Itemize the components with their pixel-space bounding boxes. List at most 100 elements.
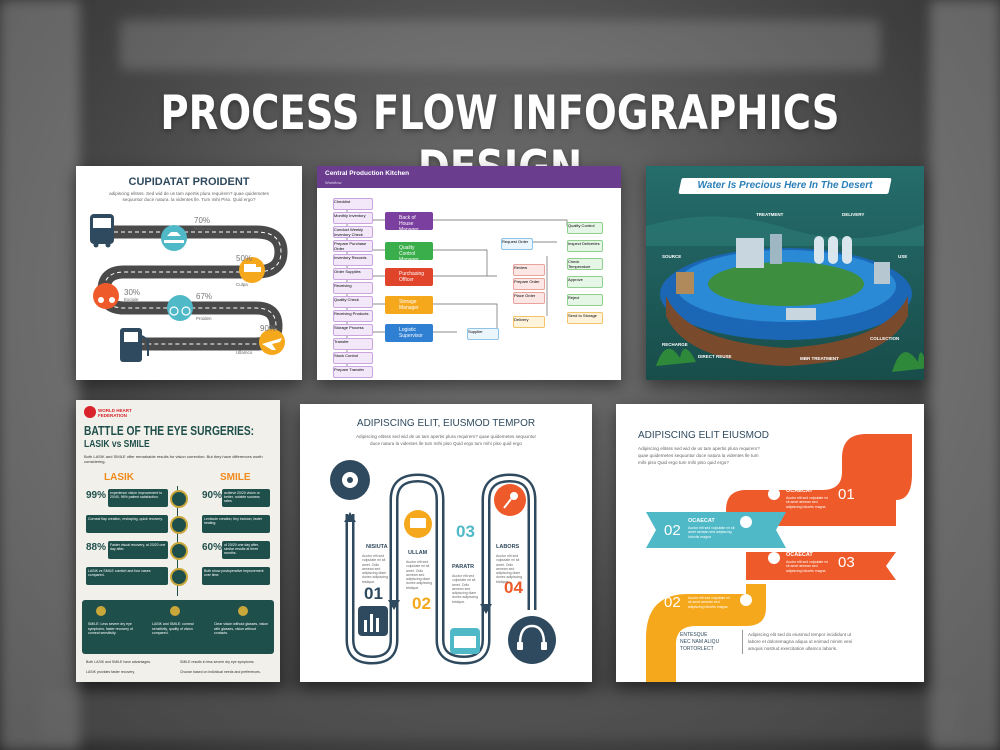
ribbon-label-2: OCAECAT — [688, 518, 715, 524]
ribbon-text-3: Auctor elit sed vulputate mi sit amet ae… — [786, 560, 829, 573]
infographic-card-water[interactable]: Water Is Precious Here In The Desert TRE… — [646, 166, 924, 380]
bottom-icon-3 — [238, 606, 248, 616]
fuel-pump-icon — [120, 328, 149, 362]
kitchen-header-sub: Workflow — [325, 180, 342, 185]
water-label-use: USE — [898, 254, 908, 259]
ribbon-footer-text-1: Adipiscing elit sed do eiusmod tempor in… — [748, 632, 852, 637]
ribbon-footer-text-3: amquis nostrud exercitation ullamco labo… — [748, 646, 838, 651]
left-node-12: Stock Control — [333, 352, 373, 364]
role-purchasing: Purchasing Officer — [385, 268, 433, 286]
water-label-delivery: DELIVERY — [842, 212, 865, 217]
step-text-01: Auctor elit sed vulputate mi sit amet. O… — [362, 554, 389, 584]
stop-percent-5: 90% — [260, 324, 277, 333]
left-node-6: Order Supplies — [333, 268, 373, 280]
car-icon — [161, 225, 187, 251]
left-node-10: Storage Process — [333, 324, 373, 336]
bottom-icon-2 — [170, 606, 180, 616]
ribbon-footer-text-2: labore et doloremagna aliqua ut enimad m… — [748, 639, 853, 644]
role-quality-control: Quality Control Manager — [385, 242, 433, 263]
headphones-icon — [508, 616, 556, 664]
stop-label-2: Culpa — [236, 282, 248, 287]
ribbon-num-3: 03 — [838, 554, 855, 571]
ribbon-footer-divider — [742, 630, 743, 654]
role-logistic: Logistic Supervisor — [385, 324, 433, 342]
compare-row-2: Corneal flap creation, reshaping, quick … — [84, 514, 270, 534]
step-text-04: Auctor elit sed vulputate mi sit amet. O… — [496, 554, 523, 584]
role-back-of-house: Back of House Manager — [385, 212, 433, 233]
ribbon-label-4: OCAECAT — [688, 588, 715, 594]
kitchen-header-title: Central Production Kitchen — [325, 170, 410, 177]
water-label-collection: COLLECTION — [870, 336, 900, 341]
water-label-mbr: MBR TREATMENT — [800, 356, 839, 361]
left-node-13: Prepare Transfer — [333, 366, 373, 378]
ribbon-sub-3: mihi piso Quid ergo tum mihi piso quid e… — [638, 460, 729, 465]
ribbon-graphic — [646, 434, 912, 682]
ribbon-text-2: Auctor elit sed vulputate mi sit amet ae… — [688, 526, 735, 539]
mid-node-4: Place Order — [513, 292, 545, 304]
infographic-card-road[interactable]: CUPIDATAT PROIDENT adipiscing elitsss. S… — [76, 166, 302, 380]
eye-title-1: BATTLE OF THE EYE SURGERIES: — [84, 424, 255, 438]
compare-row-1: 99% experience vision improvement to 20/… — [84, 488, 270, 508]
left-node-7: Receiving — [333, 282, 373, 294]
step-text-02: Auctor elit sed vulputate mi sit amet. O… — [406, 560, 433, 590]
water-title: Water Is Precious Here In The Desert — [697, 180, 873, 191]
left-node-1: Checklist — [333, 198, 373, 210]
stop-percent-3: 30% — [124, 288, 141, 297]
left-node-3: Conduct Weekly Inventory Check — [333, 226, 373, 238]
step-num-02: 02 — [412, 594, 431, 613]
ribbon-footer-head-2: NEC NAM ALIQU — [680, 639, 720, 645]
road-graphic — [90, 214, 288, 362]
step-num-04: 04 — [504, 578, 523, 597]
foot-left-2: LASIK provides faster recovery. — [86, 670, 135, 674]
water-illustration — [646, 166, 924, 380]
serp-title: ADIPISCING ELIT, EIUSMOD TEMPOR — [356, 418, 536, 429]
role-storage: Storage Manager — [385, 296, 433, 314]
ribbon-footer-head-1: ENTESQUE — [680, 632, 708, 638]
eye-intro: Both LASIK and SMILE offer remarkable re… — [84, 454, 263, 464]
ribbon-sub-1: Adipiscing elitsss sed wid de us tam ape… — [638, 446, 760, 451]
col-smile: SMILE — [220, 472, 251, 483]
foot-right-1: SMILE results in less severe dry eye sym… — [180, 660, 255, 664]
card-road-subtitle-1: adipiscing elitsss. Sed wid de us tam ap… — [109, 191, 269, 196]
left-node-8: Quality Check — [333, 296, 373, 308]
ribbon-title: ADIPISCING ELIT EIUSMOD — [638, 430, 769, 441]
bottom-note-2: LASIK and SMILE: corneal sensitivity, qu… — [152, 622, 194, 635]
bottom-icon-1 — [96, 606, 106, 616]
right-node-5: Reject — [567, 294, 603, 306]
mid-node-5: Supplier — [467, 328, 499, 340]
card-road-subtitle-2: sequuntur duce natura. la videntes lle. … — [122, 197, 256, 202]
infographic-card-kitchen[interactable]: Central Production Kitchen Workflow Chec… — [317, 166, 621, 380]
infographic-card-ribbon[interactable]: ADIPISCING ELIT EIUSMOD Adipiscing elits… — [616, 404, 924, 682]
infographic-card-serpentine[interactable]: ADIPISCING ELIT, EIUSMOD TEMPOR Adipisci… — [300, 404, 592, 682]
bus-icon — [90, 214, 114, 248]
ribbon-label-1: OCAECAT — [786, 488, 813, 494]
kitchen-header-bar — [317, 166, 621, 188]
ribbon-text-1: Auctor elit sed vulputate mi sit amet ae… — [786, 496, 829, 509]
ribbon-num-2: 02 — [664, 522, 681, 539]
right-node-3: Check Temperature — [567, 258, 603, 270]
water-label-direct-reuse: DIRECT REUSE — [698, 354, 732, 359]
stop-label-5: Ullamco — [236, 350, 253, 355]
heart-logo-icon — [84, 406, 96, 418]
eye-title-2: LASIK vs SMILE — [84, 439, 150, 450]
compare-row-4: LASIK vs SMILE comfort and four cases co… — [84, 566, 270, 586]
foot-left-1: Both LASIK and SMILE have advantages. — [86, 660, 151, 664]
stop-percent-2: 50% — [236, 254, 253, 263]
bottom-note-1: SMILE: Less severe dry eye symptoms, fas… — [88, 622, 133, 635]
mid-node-1: Request Order — [501, 238, 533, 250]
stop-label-4: Proiden — [196, 316, 212, 321]
infographic-card-eye-surgery[interactable]: WORLD HEART FEDERATION BATTLE OF THE EYE… — [76, 400, 280, 682]
right-node-6: Send to Storage — [567, 312, 603, 324]
ribbon-footer-head-3: TORTORLECT — [680, 646, 714, 652]
ribbon-num-4: 02 — [664, 594, 681, 611]
center-line — [177, 486, 178, 596]
ribbon-num-1: 01 — [838, 486, 855, 503]
stop-label-3: Excipie — [124, 297, 139, 302]
step-text-03: Auctor elit sed vulputate mi sit amet. O… — [452, 574, 479, 604]
ribbon-icon-2 — [740, 516, 752, 528]
left-node-5: Inventory Records — [333, 254, 373, 266]
serpentine-path — [330, 460, 556, 665]
step-label-01: NISIUTA — [366, 544, 388, 550]
stop-label-1: Deliquus — [194, 226, 212, 231]
mid-node-6: Delivery — [513, 316, 545, 328]
